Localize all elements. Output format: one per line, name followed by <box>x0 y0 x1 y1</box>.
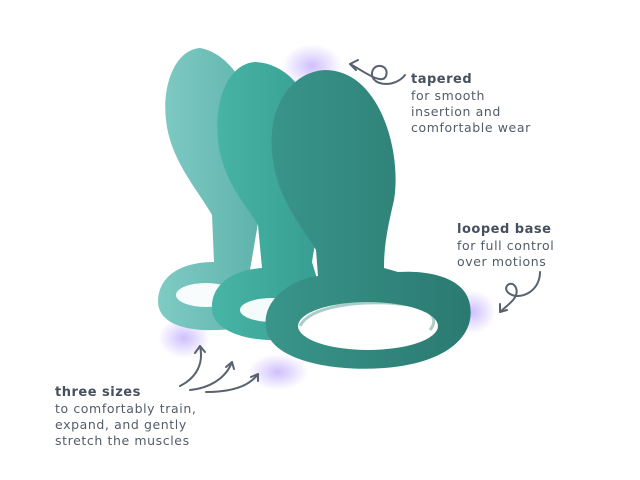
callout-heading: three sizes <box>55 385 141 400</box>
callout-line: stretch the muscles <box>55 433 190 448</box>
callout-line: to comfortably train, <box>55 401 197 416</box>
callout-heading: looped base <box>457 222 552 237</box>
curly-arrow-icon <box>179 59 541 393</box>
callout-line: over motions <box>457 254 547 269</box>
callout-line: insertion and <box>411 104 501 119</box>
callout-three-sizes: three sizes to comfortably train, expand… <box>55 384 196 449</box>
plug-large <box>265 70 471 369</box>
callout-line: expand, and gently <box>55 417 187 432</box>
callout-looped-base: looped base for full control over motion… <box>457 221 554 270</box>
callout-line: for full control <box>457 238 555 253</box>
glow-bottom <box>248 354 308 390</box>
callout-tapered: tapered for smooth insertion and comfort… <box>411 71 531 136</box>
callout-line: comfortable wear <box>411 120 531 135</box>
callout-line: for smooth <box>411 88 485 103</box>
callout-heading: tapered <box>411 72 473 87</box>
